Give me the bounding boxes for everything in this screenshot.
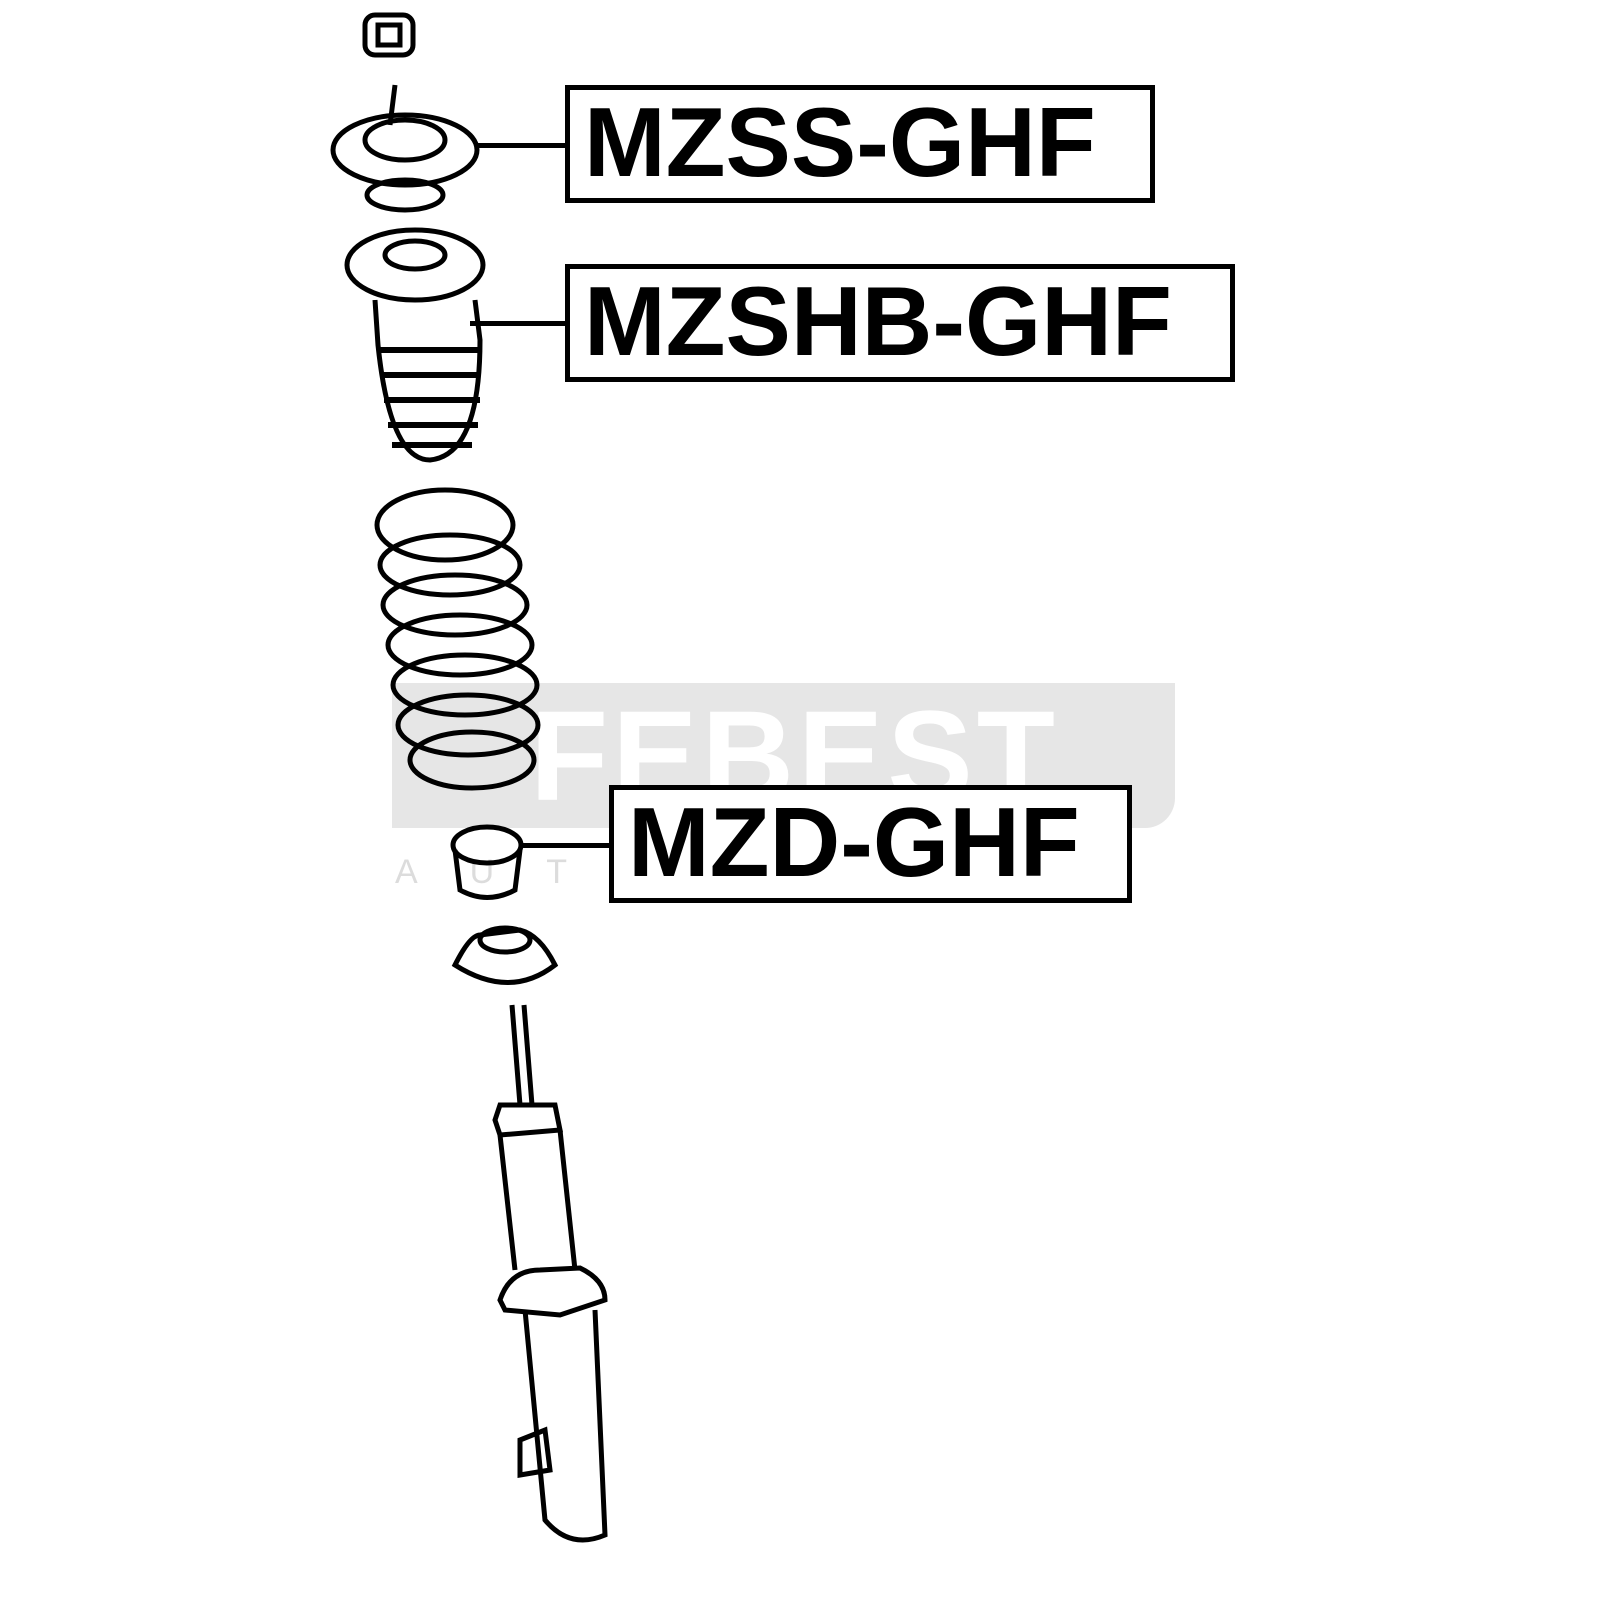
spring-seat-icon — [451, 925, 559, 985]
strut-mount-icon — [330, 84, 480, 213]
bump-stop-icon — [450, 824, 524, 900]
leader-line-mzshb — [470, 321, 570, 326]
shock-absorber-icon — [492, 1004, 608, 1543]
leader-line-mzss — [475, 143, 570, 148]
part-label-mzss-ghf[interactable]: MZSS-GHF — [565, 85, 1155, 203]
leader-line-mzd — [520, 843, 612, 848]
part-label-mzd-ghf[interactable]: MZD-GHF — [609, 785, 1132, 903]
nut-icon — [362, 12, 416, 58]
boot-icon — [344, 227, 486, 463]
coil-spring-icon — [374, 487, 541, 791]
part-label-mzshb-ghf[interactable]: MZSHB-GHF — [565, 264, 1235, 382]
